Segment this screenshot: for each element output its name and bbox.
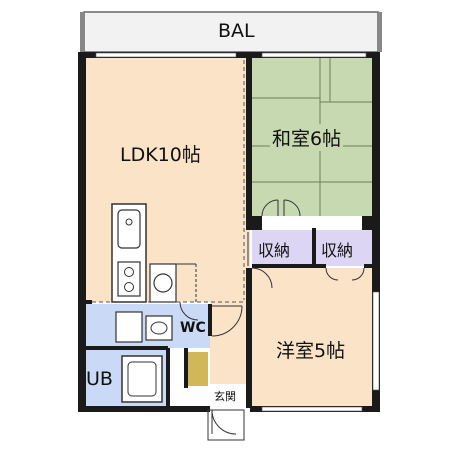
window-top [95,52,237,58]
yoshitsu-floor [250,268,374,408]
stove-burner [124,267,134,277]
kitchen-sink [117,209,141,249]
genkan-step [207,409,245,441]
window-right [372,291,380,391]
closet-left-floor [252,230,312,266]
genkan-floor [210,384,250,408]
closet-right-label: 収納 [321,241,354,260]
stove-top [117,261,141,297]
balcony-area [83,11,379,53]
hall-floor [210,302,250,384]
closet-left-label: 収納 [258,241,291,260]
balcony-railing [378,12,382,52]
washitsu-label: 和室6帖 [270,124,344,151]
doors [179,199,365,435]
wc-label: WC [180,320,206,336]
washbasin [145,315,173,341]
washing-machine [115,311,143,343]
stove-burner [124,282,134,292]
basin-bowl [150,321,168,335]
balcony-label: BAL [218,20,255,42]
closet-right-floor [316,230,374,266]
window-bottom [261,406,363,412]
toilet-fixture [153,273,173,293]
ub-label: UB [86,368,113,390]
sink-drain [125,218,133,226]
interior-walls [84,56,374,408]
yoshitsu-label: 洋室5帖 [276,340,346,362]
genkan-label: 玄関 [214,390,236,403]
balcony-railing [80,12,84,52]
ldk-label: LDK10帖 [120,144,201,166]
window-top-washitsu [261,52,367,58]
bathtub-inner [127,361,157,397]
genkan-tile [188,352,208,386]
